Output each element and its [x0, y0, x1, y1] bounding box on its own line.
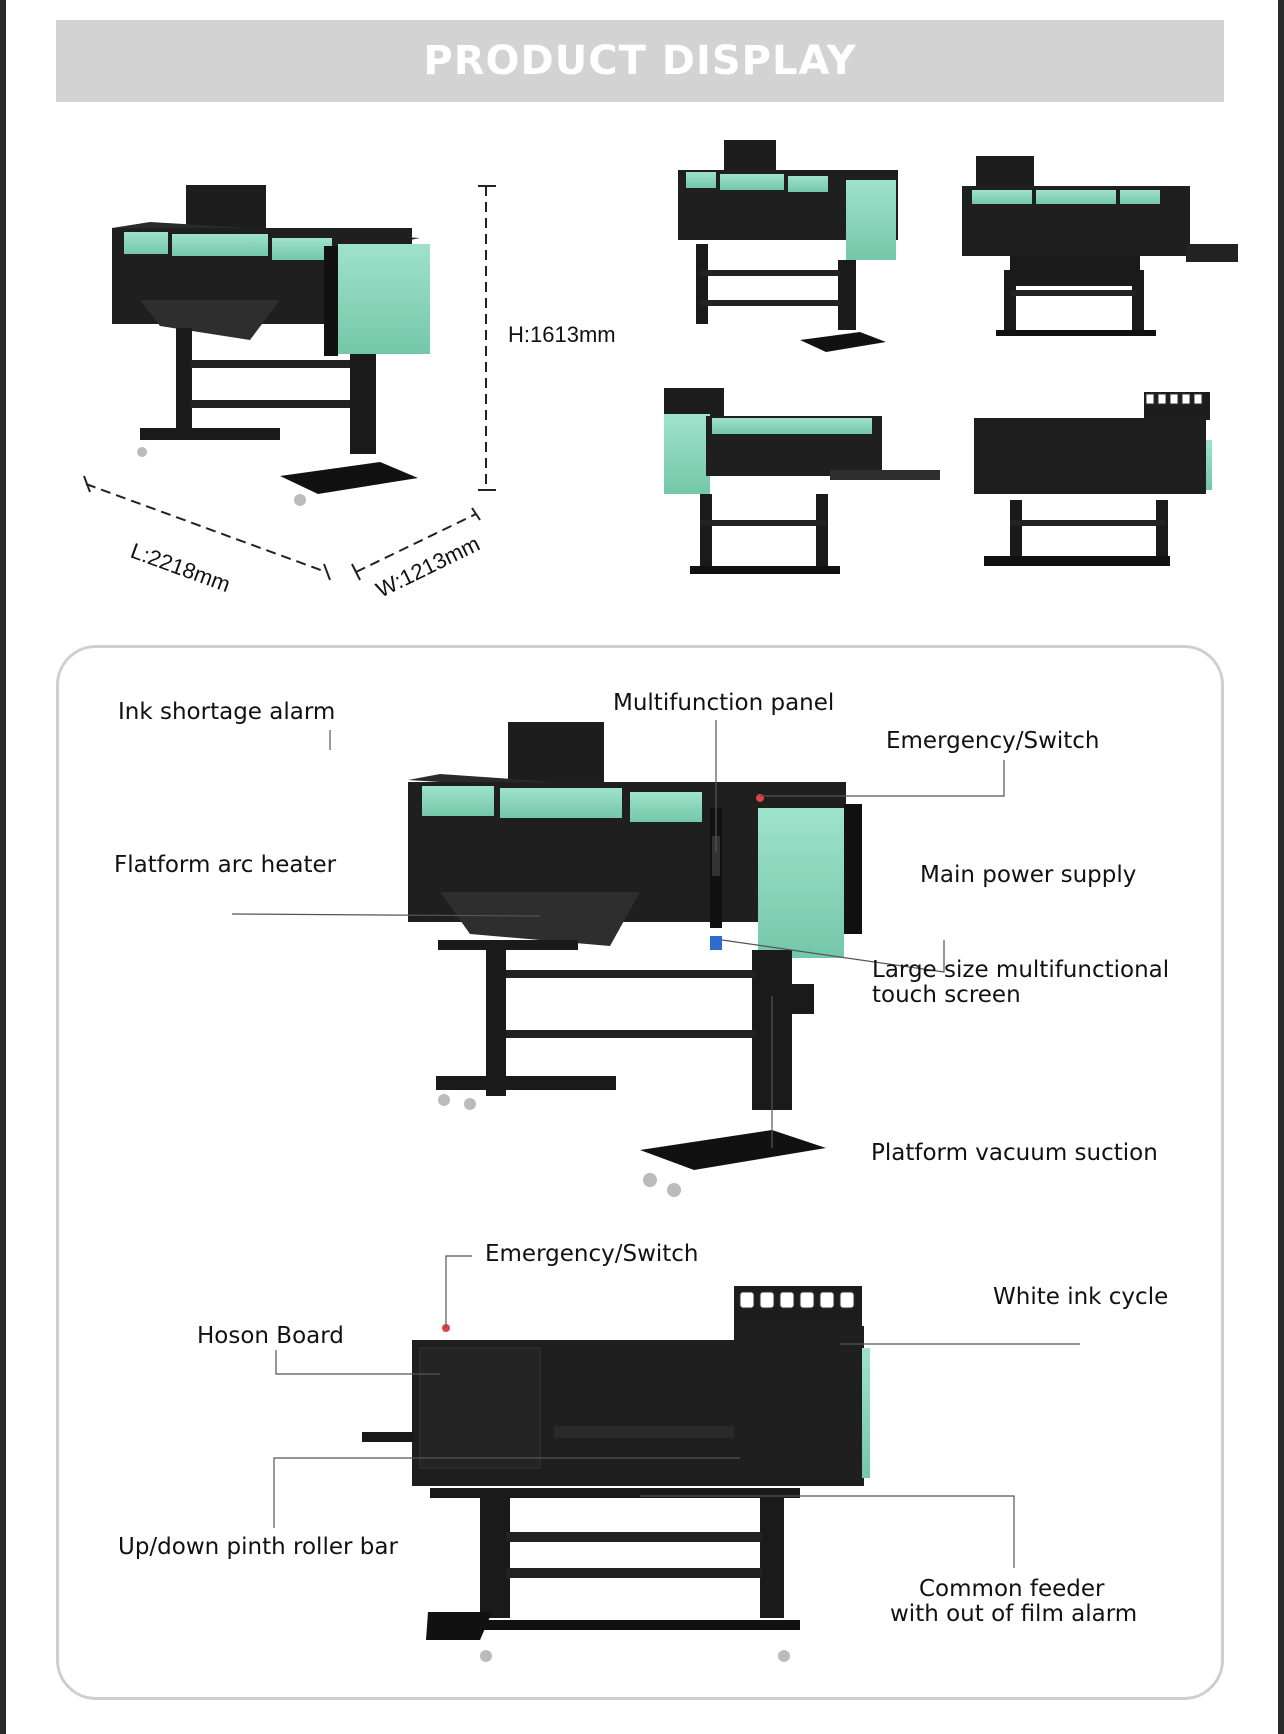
printer-back-feature-view: [362, 1286, 870, 1662]
leader-flatform-heater: [231, 913, 541, 917]
leader-common-feeder: [640, 1495, 1015, 1568]
label-white-ink-cycle: White ink cycle: [993, 1284, 1169, 1310]
leader-hoson-board: [275, 1350, 440, 1375]
label-flatform-arc-heater: Flatform arc heater: [114, 852, 337, 878]
label-ink-shortage-alarm: Ink shortage alarm: [118, 699, 336, 725]
printer-view-front-angle: [678, 140, 898, 352]
section-title: PRODUCT DISPLAY: [423, 38, 857, 84]
section-header: PRODUCT DISPLAY: [56, 20, 1224, 102]
label-multifunction-panel: Multifunction panel: [613, 690, 835, 716]
width-dimension-line: [351, 507, 481, 581]
top-illustrations: [83, 140, 1238, 581]
printer-dimension-view: [112, 185, 430, 506]
leader-touch-screen: [721, 939, 945, 973]
printer-view-front: [962, 156, 1238, 336]
printer-view-side-angle: [664, 388, 940, 574]
label-touch-screen-line2: touch screen: [872, 982, 1021, 1008]
height-dimension-line: [478, 185, 496, 491]
leader-back-emergency: [445, 1255, 472, 1328]
leader-emergency-switch: [760, 760, 1005, 797]
label-emergency-switch: Emergency/Switch: [886, 728, 1100, 754]
height-dimension-label: H:1613mm: [508, 322, 616, 347]
label-main-power-supply: Main power supply: [920, 862, 1137, 888]
label-back-emergency-switch: Emergency/Switch: [485, 1241, 699, 1267]
label-hoson-board: Hoson Board: [197, 1323, 344, 1349]
leader-pinch-roller: [273, 1457, 740, 1528]
label-common-feeder-line1: Common feeder: [919, 1576, 1105, 1602]
length-dimension-line: [83, 475, 331, 581]
right-frame-edge: [1278, 0, 1284, 1734]
label-platform-vacuum-suction: Platform vacuum suction: [871, 1140, 1158, 1166]
printer-feature-view: [408, 722, 862, 1197]
label-pinch-roller-bar: Up/down pinth roller bar: [118, 1534, 398, 1560]
left-frame-edge: [0, 0, 6, 1734]
label-touch-screen-line1: Large size multifunctional: [872, 957, 1170, 983]
label-common-feeder-line2: with out of film alarm: [890, 1601, 1138, 1627]
printer-view-back: [974, 392, 1212, 566]
